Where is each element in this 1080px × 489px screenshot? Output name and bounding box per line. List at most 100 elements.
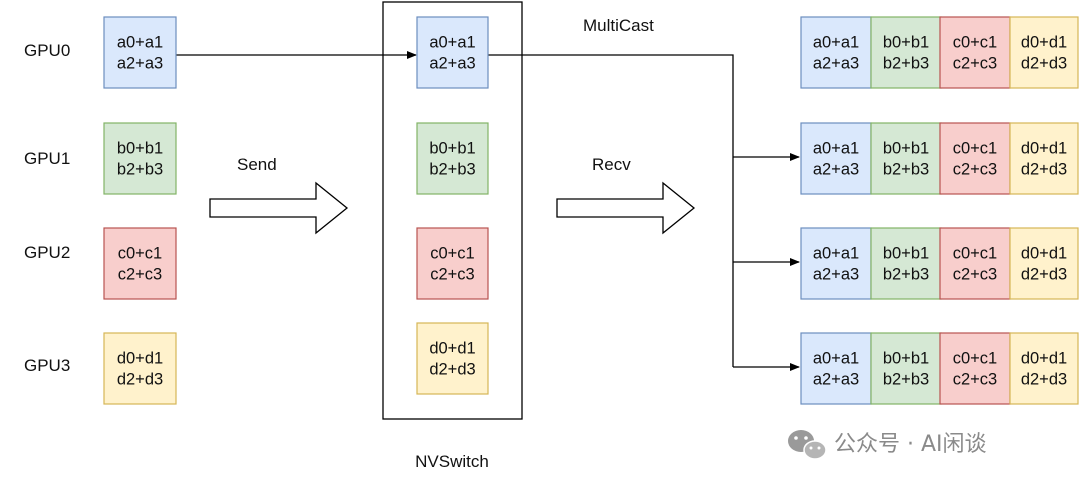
cell-text: b2+b3 xyxy=(883,161,929,179)
cell-text: b0+b1 xyxy=(117,140,163,158)
nvswitch-box xyxy=(382,1,523,420)
cell-text: c2+c3 xyxy=(953,55,998,73)
cell-text: a0+a1 xyxy=(813,140,859,158)
cell-box xyxy=(800,227,872,300)
send-label: Send xyxy=(237,155,277,174)
cell-text: c2+c3 xyxy=(118,266,163,284)
cell-text: d0+d1 xyxy=(1021,34,1067,52)
cell-text: b0+b1 xyxy=(883,245,929,263)
cell-text: d0+d1 xyxy=(1021,350,1067,368)
cell-text: b0+b1 xyxy=(883,140,929,158)
cell-text: a2+a3 xyxy=(429,55,475,73)
cell-text: b0+b1 xyxy=(429,140,475,158)
cell-box xyxy=(870,332,942,405)
result-row-1-cell-2: c0+c1 c2+c3 xyxy=(939,122,1011,195)
result-row-2-cell-0: a0+a1 a2+a3 xyxy=(800,227,872,300)
multicast-path xyxy=(488,54,734,367)
cell-box xyxy=(416,16,489,89)
cell-text: a0+a1 xyxy=(813,34,859,52)
result-row-0-cell-2: c0+c1 c2+c3 xyxy=(939,16,1011,89)
switch-buffer-0: a0+a1 a2+a3 xyxy=(416,16,489,89)
cell-text: c2+c3 xyxy=(953,161,998,179)
result-row-2-cell-1: b0+b1 b2+b3 xyxy=(870,227,942,300)
cell-text: d2+d3 xyxy=(429,361,475,379)
multicast-label: MultiCast xyxy=(583,16,654,35)
recv-label: Recv xyxy=(592,155,631,174)
cell-box xyxy=(1009,16,1079,89)
cell-text: a0+a1 xyxy=(813,245,859,263)
result-row-2-cell-2: c0+c1 c2+c3 xyxy=(939,227,1011,300)
cell-box xyxy=(103,227,177,300)
gpu-label-1: GPU1 xyxy=(24,149,70,168)
cell-text: d2+d3 xyxy=(1021,266,1067,284)
cell-box xyxy=(103,122,177,195)
cell-text: d2+d3 xyxy=(1021,161,1067,179)
cell-box xyxy=(416,122,489,195)
cell-text: b2+b3 xyxy=(117,161,163,179)
watermark-text: 公众号 · AI闲谈 xyxy=(834,432,987,457)
cell-text: b2+b3 xyxy=(883,371,929,389)
result-row-1-cell-0: a0+a1 a2+a3 xyxy=(800,122,872,195)
result-row-1-cell-1: b0+b1 b2+b3 xyxy=(870,122,942,195)
cell-box xyxy=(939,16,1011,89)
cell-box xyxy=(103,332,177,405)
cell-text: a0+a1 xyxy=(429,34,475,52)
cell-text: c0+c1 xyxy=(953,140,998,158)
result-buffers: a0+a1a2+a3b0+b1b2+b3c0+c1c2+c3d0+d1d2+d3… xyxy=(800,16,1079,405)
cell-text: c0+c1 xyxy=(953,350,998,368)
result-row-0-cell-1: b0+b1 b2+b3 xyxy=(870,16,942,89)
gpu-buffer-1: b0+b1 b2+b3 xyxy=(103,122,177,195)
cell-text: b2+b3 xyxy=(883,266,929,284)
recv-block-arrow xyxy=(556,181,696,235)
cell-text: c2+c3 xyxy=(953,371,998,389)
cell-text: a2+a3 xyxy=(813,55,859,73)
switch-buffer-3: d0+d1 d2+d3 xyxy=(416,322,489,395)
watermark: 公众号 · AI闲谈 xyxy=(788,430,987,460)
cell-text: a2+a3 xyxy=(813,266,859,284)
cell-text: a2+a3 xyxy=(813,161,859,179)
cell-text: a2+a3 xyxy=(117,55,163,73)
cell-box xyxy=(416,227,489,300)
gpu-label-3: GPU3 xyxy=(24,356,70,375)
cell-box xyxy=(939,227,1011,300)
send-block-arrow xyxy=(209,181,349,235)
cell-box xyxy=(1009,122,1079,195)
nvswitch-label: NVSwitch xyxy=(415,452,489,471)
cell-text: c2+c3 xyxy=(953,266,998,284)
cell-text: a2+a3 xyxy=(813,371,859,389)
cell-text: b0+b1 xyxy=(883,34,929,52)
result-row-0-cell-0: a0+a1 a2+a3 xyxy=(800,16,872,89)
cell-box xyxy=(800,122,872,195)
cell-box xyxy=(1009,227,1079,300)
cell-box xyxy=(800,332,872,405)
cell-text: c0+c1 xyxy=(118,245,163,263)
gpu-label-2: GPU2 xyxy=(24,243,70,262)
cell-text: c0+c1 xyxy=(953,34,998,52)
cell-text: d0+d1 xyxy=(117,350,163,368)
gpu-label-0: GPU0 xyxy=(24,41,70,60)
cell-box xyxy=(939,332,1011,405)
cell-text: b0+b1 xyxy=(883,350,929,368)
cell-text: b2+b3 xyxy=(883,55,929,73)
cell-box xyxy=(800,16,872,89)
cell-text: c2+c3 xyxy=(430,266,475,284)
result-row-3-cell-1: b0+b1 b2+b3 xyxy=(870,332,942,405)
cell-box xyxy=(870,16,942,89)
wechat-icon xyxy=(788,430,827,460)
cell-text: a0+a1 xyxy=(813,350,859,368)
result-row-3-cell-2: c0+c1 c2+c3 xyxy=(939,332,1011,405)
cell-box xyxy=(1009,332,1079,405)
cell-text: d0+d1 xyxy=(429,340,475,358)
cell-text: c0+c1 xyxy=(953,245,998,263)
cell-text: d0+d1 xyxy=(1021,245,1067,263)
